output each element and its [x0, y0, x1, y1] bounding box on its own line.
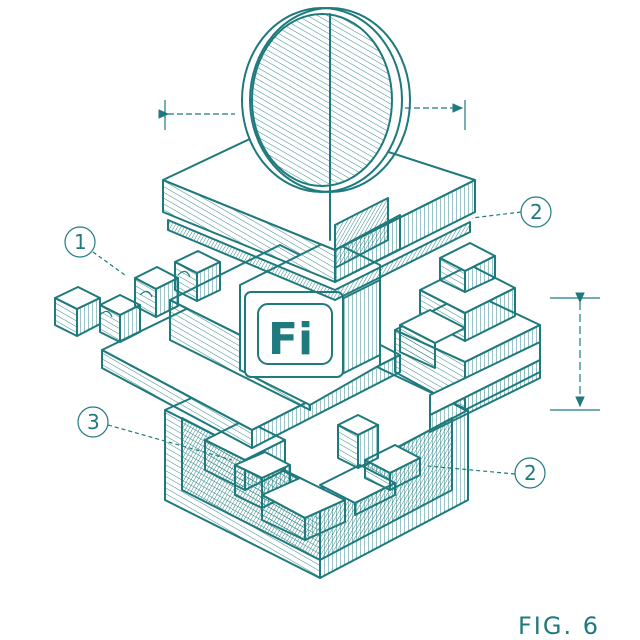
logo-block: Fi	[169, 239, 381, 411]
chain-cubes	[54, 250, 221, 343]
callout-3: 3	[77, 406, 233, 461]
dimension-vertical	[550, 292, 600, 411]
callout-2a: 2	[471, 196, 552, 228]
logo-text: Fi	[268, 314, 313, 365]
callout-2a-number: 2	[530, 200, 543, 224]
callout-3-number: 3	[87, 410, 100, 434]
callout-1-number: 1	[74, 230, 87, 254]
coin	[241, 7, 411, 241]
figure-label: FIG. 6	[518, 612, 601, 640]
callout-2b-number: 2	[524, 461, 537, 485]
stair-block	[394, 242, 541, 433]
callout-1: 1	[64, 226, 126, 276]
dimension-horizontal	[158, 100, 466, 130]
callout-2b: 2	[427, 457, 546, 489]
